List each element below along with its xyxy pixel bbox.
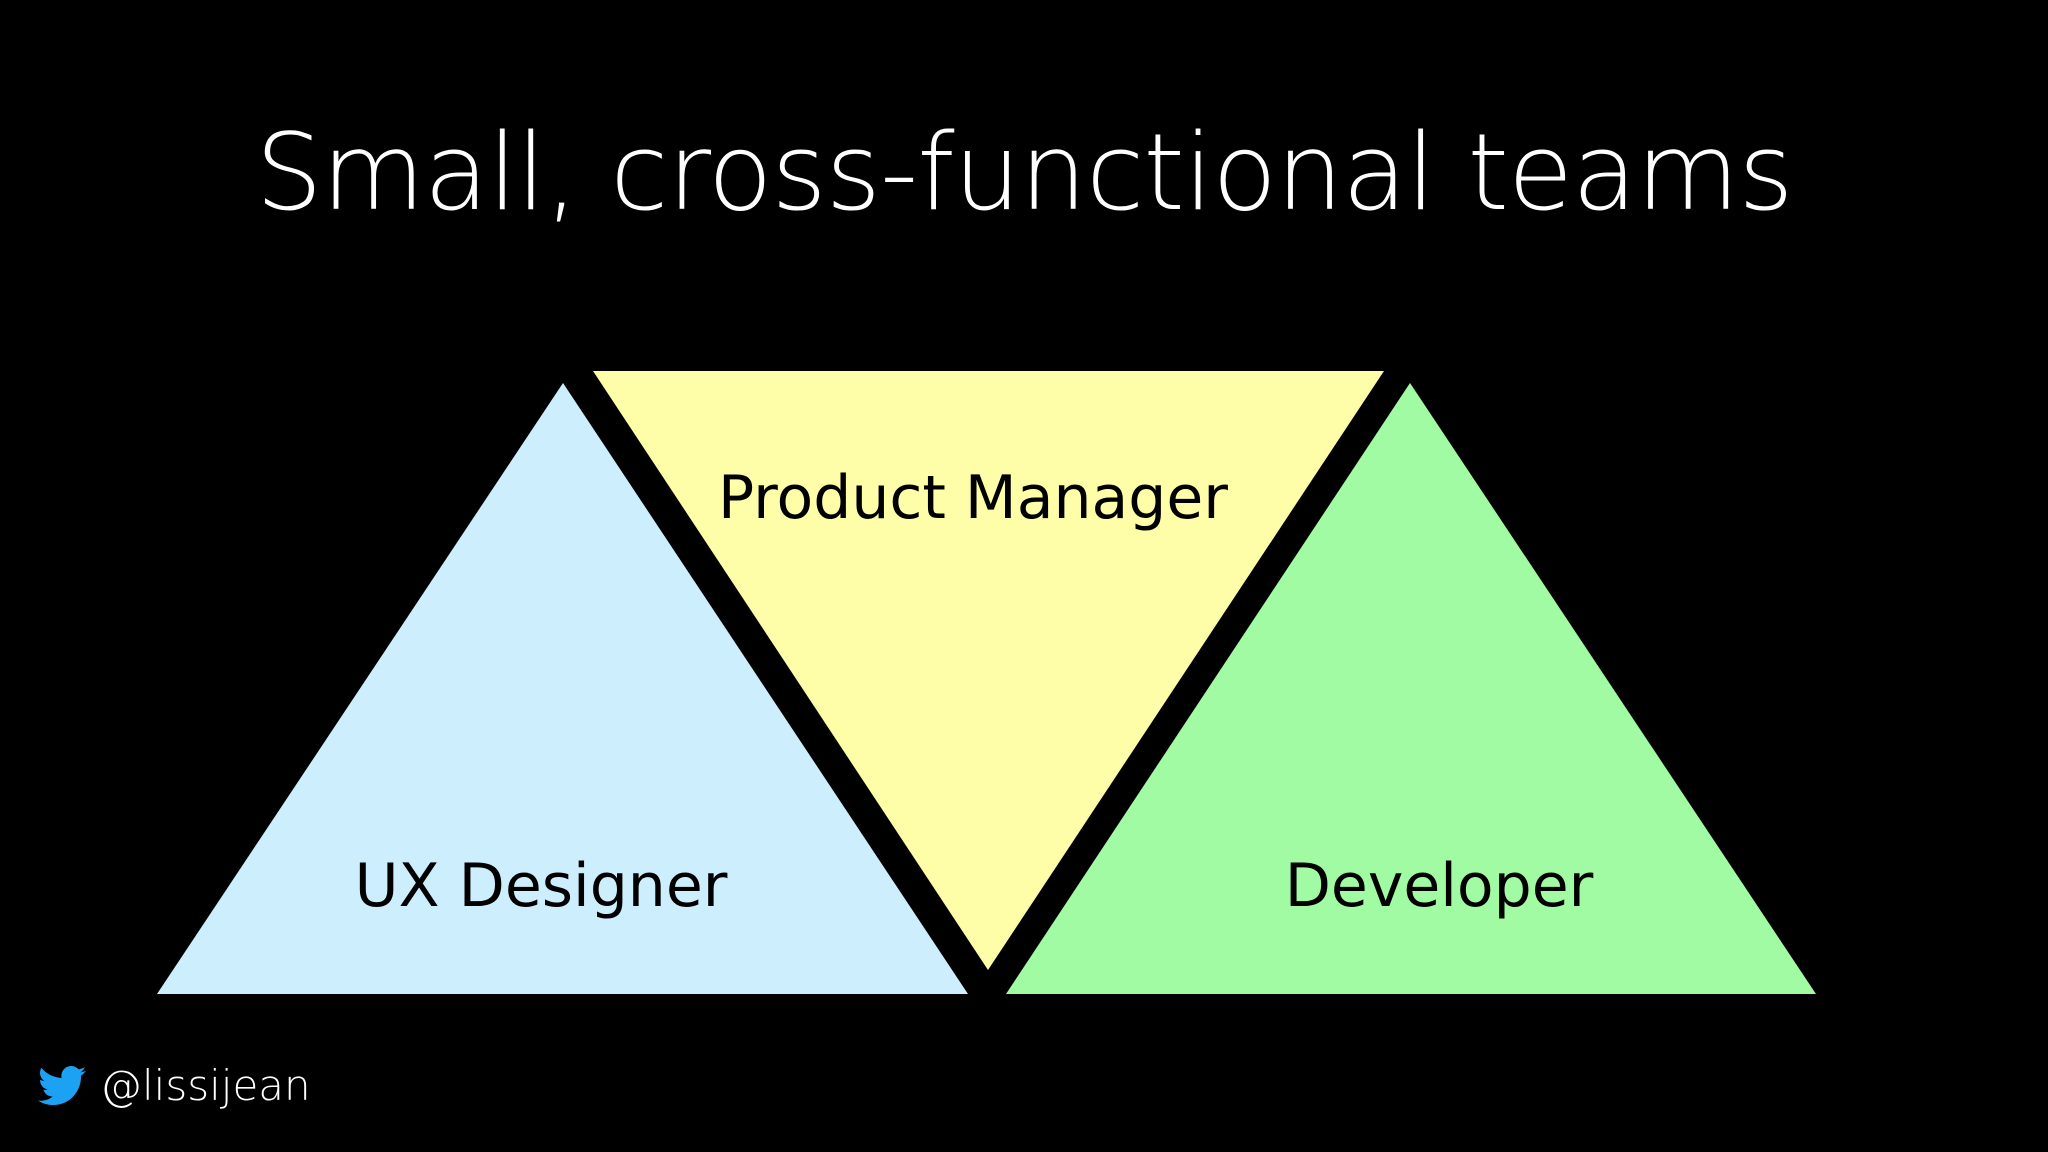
twitter-bird-icon	[38, 1066, 86, 1105]
ux-designer-label: UX Designer	[355, 851, 728, 921]
product-manager-label: Product Manager	[718, 463, 1228, 533]
ux-designer-triangle	[157, 383, 968, 994]
slide-title: Small, cross-functional teams	[255, 111, 1793, 234]
footer-twitter-handle[interactable]: @lissijean	[38, 1058, 311, 1114]
developer-label: Developer	[1285, 851, 1594, 921]
twitter-handle-text: @lissijean	[100, 1061, 311, 1110]
developer-triangle	[1006, 383, 1816, 994]
product-manager-triangle	[593, 371, 1384, 970]
